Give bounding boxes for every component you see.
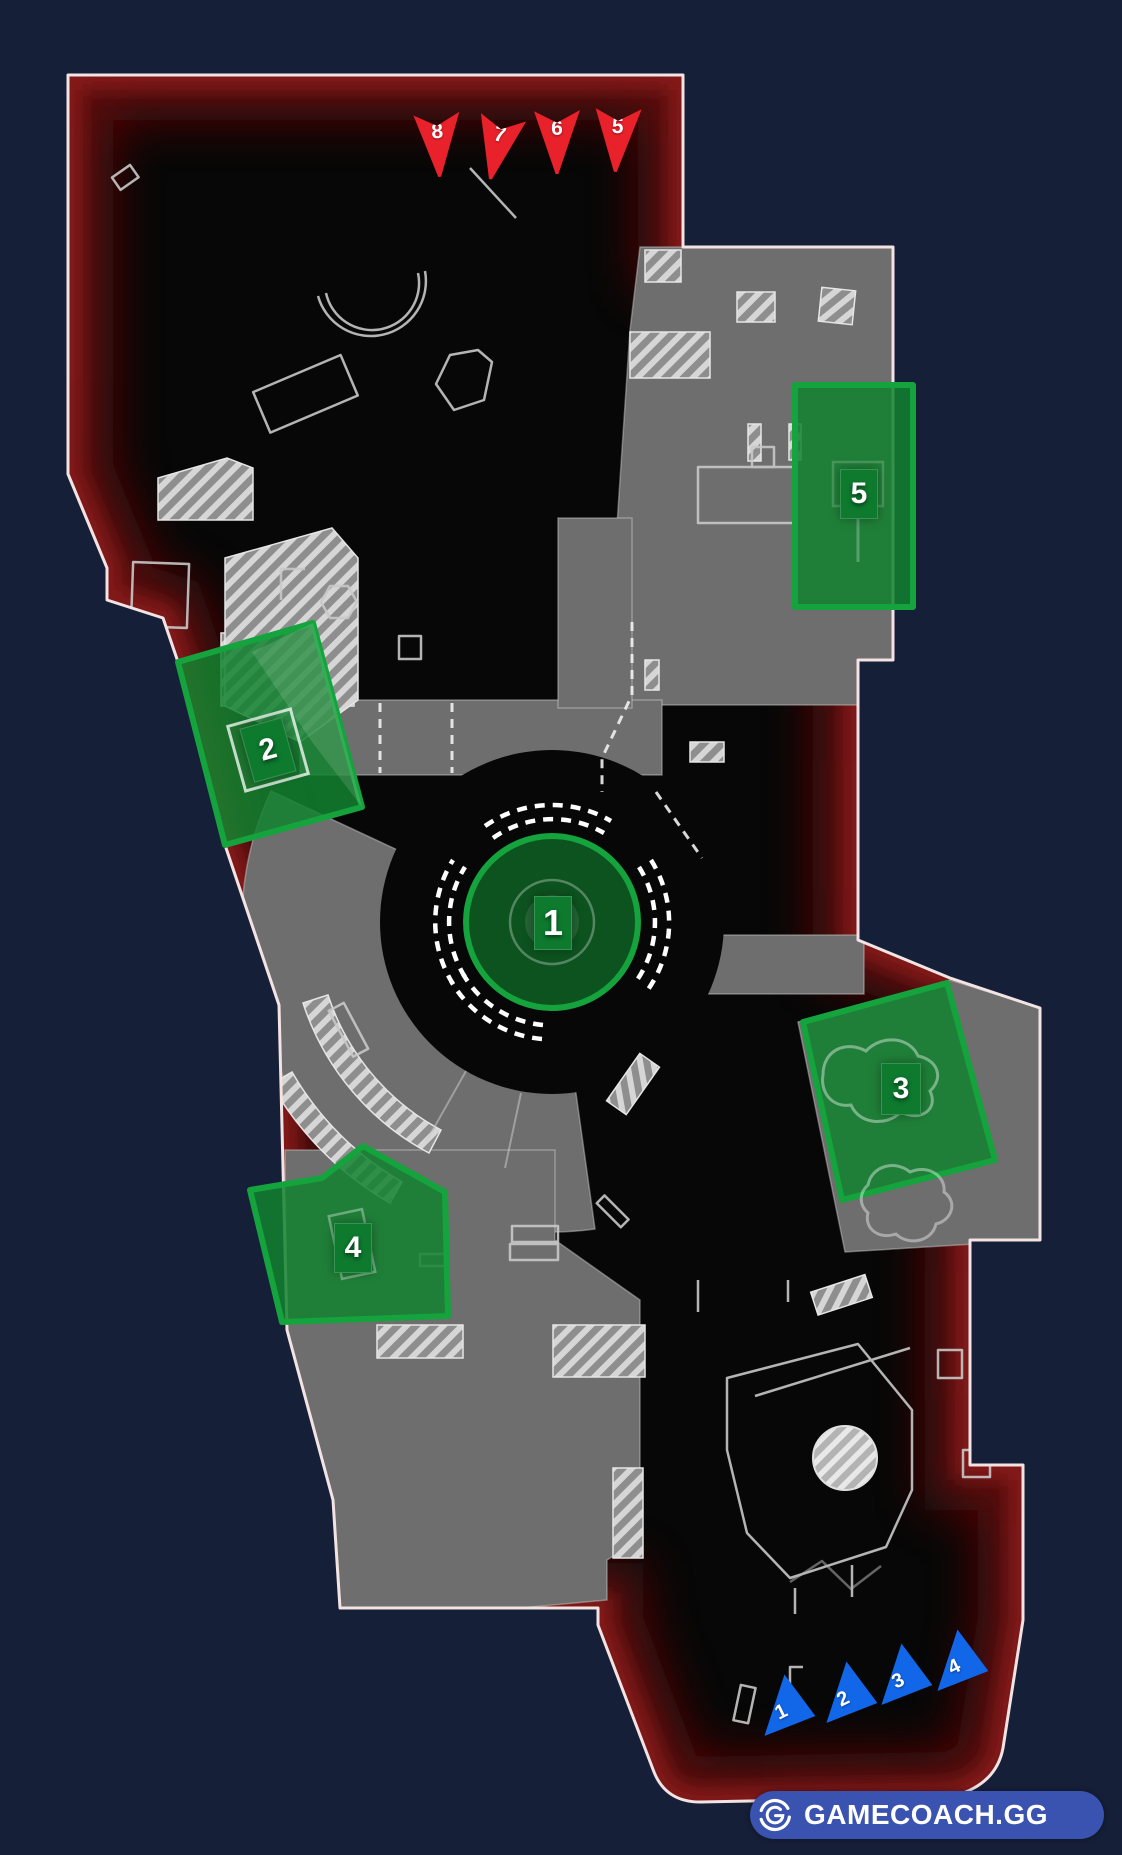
dashed-path-lines — [378, 622, 704, 859]
hardpoint-2-label: 2 — [255, 731, 281, 768]
hardpoint-5-label: 5 — [850, 477, 868, 510]
zone-2-highlight — [252, 623, 362, 807]
zone-1-inner-ring — [508, 878, 596, 966]
hardpoint-3-label: 3 — [892, 1072, 910, 1105]
hardpoint-2-badge: 2 — [239, 717, 297, 783]
hardpoint-4-label: 4 — [344, 1231, 362, 1264]
hardpoint-1-label: 1 — [542, 902, 564, 943]
enemy-spawn-6-label: 6 — [551, 117, 563, 140]
fountain-circle — [812, 1425, 878, 1491]
hardpoint-5-badge: 5 — [840, 469, 878, 519]
zone-1-dashed-arcs — [433, 802, 672, 1042]
gamecoach-watermark[interactable]: GAMECOACH.GG — [750, 1791, 1104, 1839]
gamecoach-logo-icon — [758, 1798, 792, 1832]
hardpoint-1-badge: 1 — [534, 896, 572, 950]
gamecoach-brand-text: GAMECOACH.GG — [804, 1799, 1048, 1830]
hardpoint-4-badge: 4 — [334, 1223, 372, 1273]
hardpoint-3-badge: 3 — [881, 1063, 921, 1115]
zone-3-props — [821, 1038, 954, 1243]
